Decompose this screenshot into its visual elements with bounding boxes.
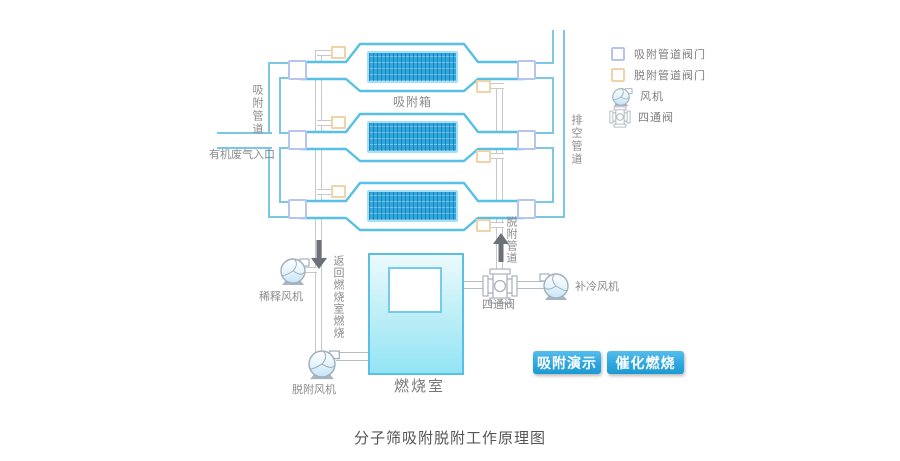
adsorption-valve [288, 60, 307, 80]
adsorption-valve [288, 130, 307, 150]
adsorption-valve [517, 199, 536, 219]
combustion-chamber-window [388, 267, 442, 313]
dilution-fan-label: 稀释风机 [259, 291, 303, 303]
desorption-fan-label: 脱附风机 [292, 384, 336, 396]
four-way-valve-label: 四通阀 [482, 299, 515, 311]
combustion-chamber-label: 燃烧室 [394, 378, 446, 395]
combustion-chamber [368, 253, 464, 375]
legend-item-fan: 风机 [608, 86, 706, 107]
legend: 吸附管道阀门 脱附管道阀门 风机 [608, 44, 706, 128]
desorption-fan-to-chamber-pipe [336, 352, 370, 361]
gas-inlet-pipe [217, 132, 272, 149]
molecular-sieve-bed [367, 121, 458, 153]
adsorption-valve [517, 60, 536, 80]
desorption-valve [476, 150, 491, 163]
valve-to-cooling-fan-pipe [510, 281, 548, 289]
dilution-fan-icon [280, 258, 310, 286]
desorption-valve-swatch-icon [611, 68, 625, 82]
legend-item-label: 风机 [640, 91, 664, 103]
box3-desorption-outlet-line [317, 189, 334, 195]
adsorption-valve [288, 199, 307, 219]
exhaust-pipe-label: 排空管道 [570, 114, 582, 166]
gas-inlet-label: 有机废气入口 [209, 149, 275, 161]
adsorption-pipe-label: 吸附管道 [251, 84, 263, 136]
flow-arrow-up-icon [493, 233, 509, 262]
catalytic-combustion-button[interactable]: 催化燃烧 [607, 351, 684, 374]
chamber-to-valve-pipe [462, 281, 490, 289]
legend-item-four-way-valve: 四通阀 [608, 106, 706, 128]
fan-icon [612, 88, 633, 107]
desorption-valve [331, 116, 346, 129]
legend-item-label: 吸附管道阀门 [634, 49, 706, 61]
adsorption-valve [517, 130, 536, 150]
desorption-pipe-label: 脱附管道 [505, 216, 517, 264]
box3-desorption-inlet-line [489, 222, 504, 228]
return-to-combustion-label: 返回燃烧室燃烧 [332, 255, 344, 339]
flow-arrow-down-icon [311, 240, 327, 269]
diagram-caption: 分子筛吸附脱附工作原理图 [353, 430, 546, 447]
four-way-valve-icon [609, 106, 631, 128]
desorption-fan-icon [308, 350, 341, 380]
cooling-fan-label: 补冷风机 [575, 281, 619, 293]
four-way-valve-icon [482, 268, 518, 304]
exhaust-manifold-right-pipe [552, 30, 565, 218]
desorption-valve [476, 219, 491, 232]
box2-desorption-inlet-line [489, 153, 504, 159]
legend-item-label: 四通阀 [638, 112, 674, 124]
cooling-fan-icon [539, 273, 569, 301]
desorption-valve [331, 46, 346, 59]
molecular-sieve-bed [367, 51, 458, 83]
desorption-valve [476, 80, 491, 93]
legend-item-adsorption-valve: 吸附管道阀门 [608, 44, 706, 64]
adsorption-valve-swatch-icon [611, 47, 625, 61]
desorption-valve [331, 185, 346, 198]
box1-desorption-inlet-line [489, 83, 504, 89]
adsorption-box-label: 吸附箱 [393, 95, 433, 109]
box2-desorption-outlet-line [317, 120, 334, 126]
dilution-fan-connector-line [303, 267, 317, 273]
adsorption-demo-button[interactable]: 吸附演示 [533, 351, 601, 374]
box1-desorption-outlet-line [317, 50, 334, 56]
molecular-sieve-bed [367, 190, 458, 222]
legend-item-label: 脱附管道阀门 [634, 70, 706, 82]
legend-item-desorption-valve: 脱附管道阀门 [608, 65, 706, 85]
